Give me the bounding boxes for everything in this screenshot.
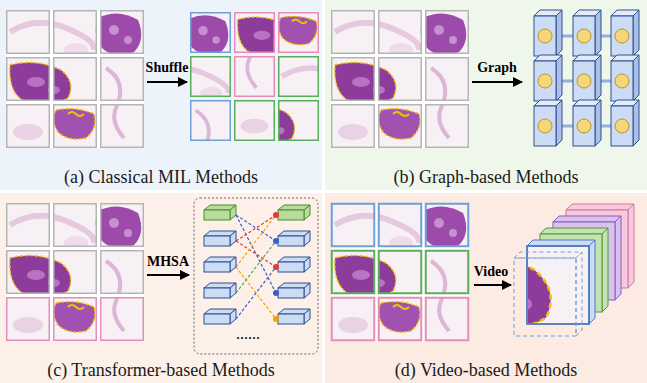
panel-caption: (a) Classical MIL Methods (64, 167, 258, 188)
method-panel: (c) Transformer-based Methods (0, 193, 322, 383)
operation-label: Graph (477, 59, 517, 76)
method-panel: (d) Video-based Methods (325, 193, 647, 383)
method-panel: (a) Classical MIL Methods (0, 0, 322, 190)
panel-caption: (d) Video-based Methods (395, 360, 578, 381)
operation-label: Shuffle (146, 59, 189, 76)
method-panel: (b) Graph-based Methods (325, 0, 647, 190)
panel-caption: (b) Graph-based Methods (394, 167, 579, 188)
panel-caption: (c) Transformer-based Methods (47, 360, 275, 381)
ellipsis-label: ...... (236, 325, 260, 342)
operation-label: Video (474, 263, 508, 280)
operation-label: MHSA (147, 253, 189, 270)
